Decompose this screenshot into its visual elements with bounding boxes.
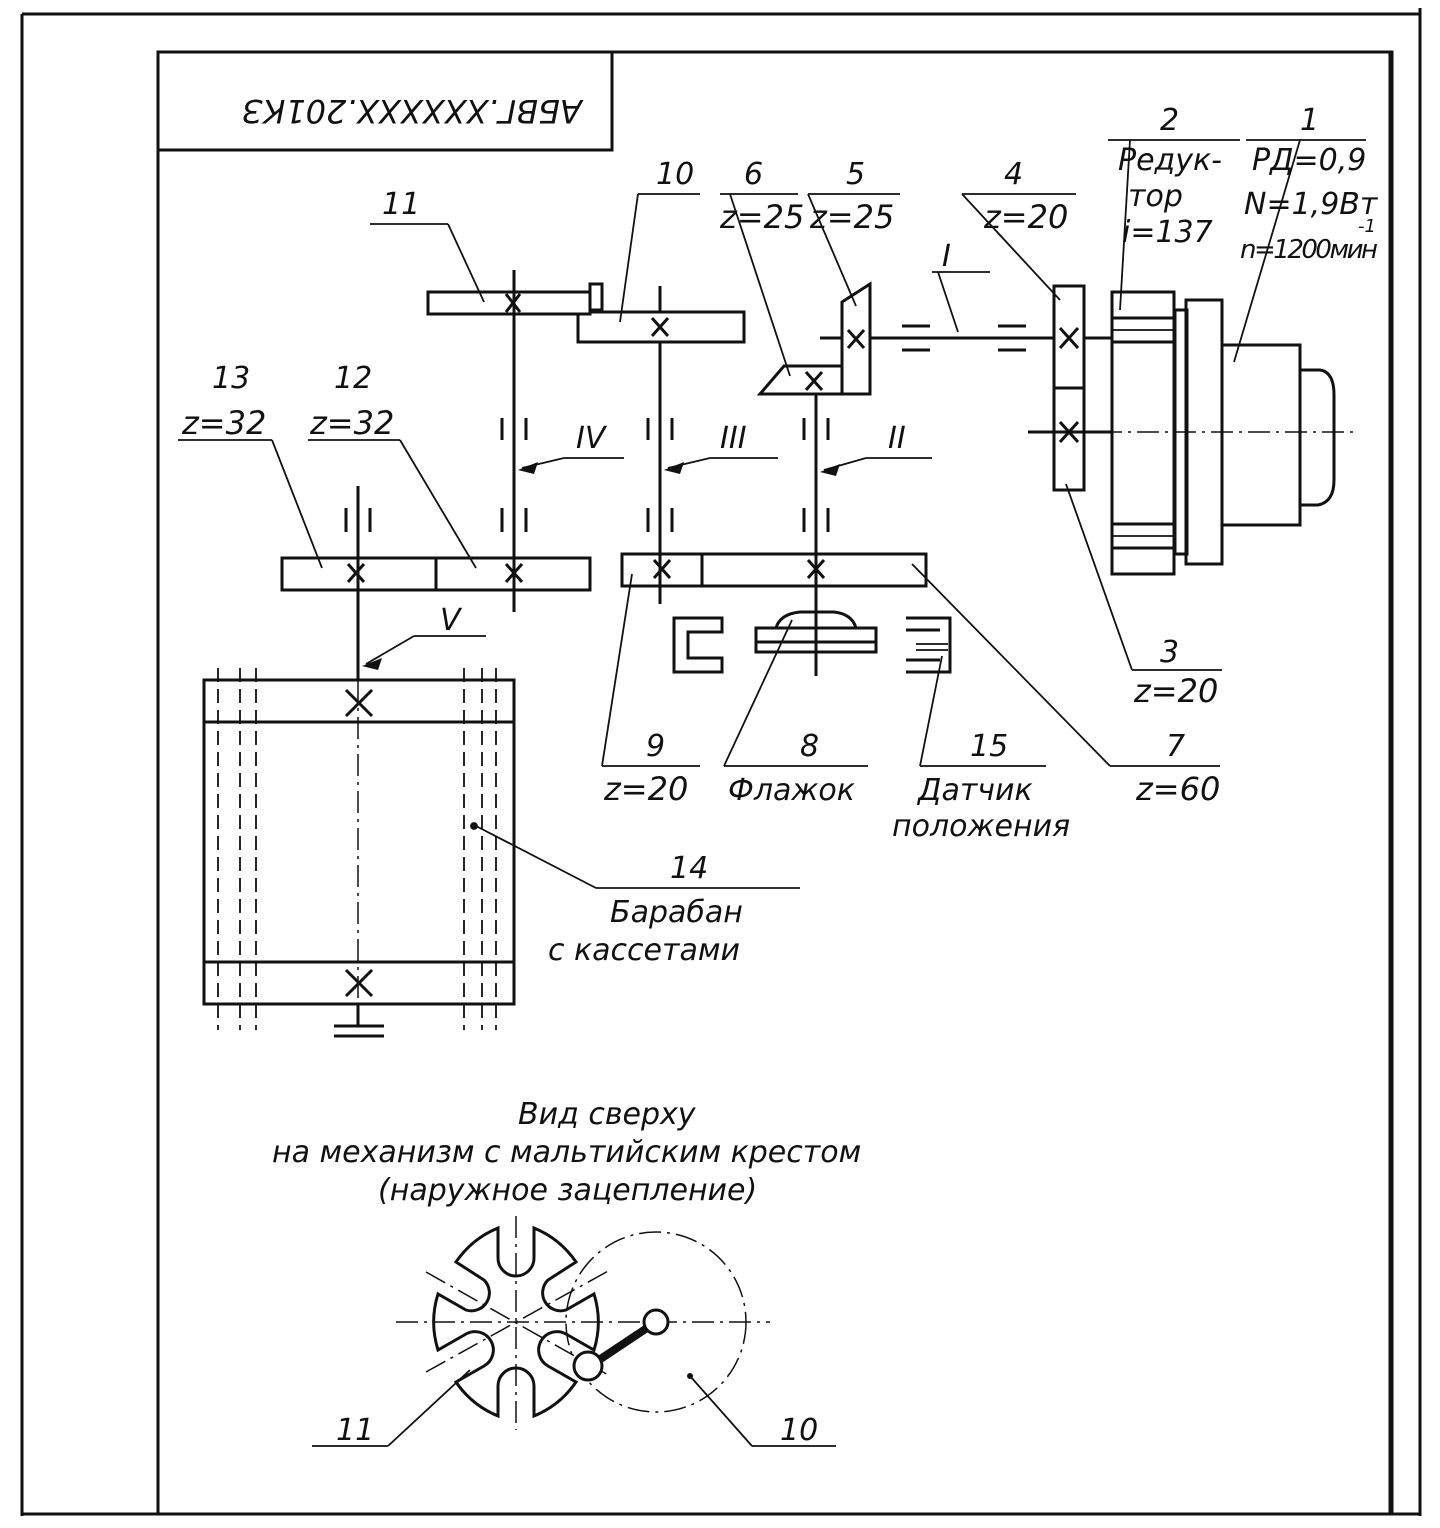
gear-4-teeth: z=20 — [983, 198, 1068, 236]
shaft-label-I: I — [942, 239, 951, 274]
gear-12-13 — [280, 556, 592, 592]
motor — [1100, 298, 1355, 566]
label-7-num: 7 — [1166, 729, 1185, 764]
shaft-label-IV: IV — [576, 421, 608, 456]
stamp-text: АБВГ.XXXXXX.201КЗ — [242, 92, 584, 130]
caption-line-3: (наружное зацепление) — [378, 1173, 757, 1208]
label-15-num: 15 — [970, 729, 1008, 764]
motor-param-sup: -1 — [1358, 216, 1376, 237]
label-2-num: 2 — [1160, 103, 1179, 138]
motor-param-3: n=1200мин — [1240, 235, 1378, 265]
bevel-gear-5 — [820, 281, 872, 396]
motor-param-1: РД=0,9 — [1252, 143, 1366, 178]
label-5-num: 5 — [846, 157, 865, 192]
drum-line-1: Барабан — [610, 895, 743, 930]
stamp-box: АБВГ.XXXXXX.201КЗ — [158, 52, 614, 152]
gear-12-teeth: z=32 — [309, 404, 394, 442]
label-13-num: 13 — [212, 361, 250, 396]
gear-7-9 — [620, 552, 928, 588]
sensor-15 — [672, 616, 952, 674]
shaft-label-V: V — [440, 603, 463, 638]
bevel-gear-6 — [756, 364, 844, 396]
reducer-line-2: тор — [1128, 179, 1183, 214]
shaft-label-II: II — [888, 421, 906, 456]
gear-13-teeth: z=32 — [181, 404, 266, 442]
part-labels: 1 2 3 4 5 6 7 8 9 10 11 12 13 14 15 — [212, 103, 1319, 886]
label-12-num: 12 — [334, 361, 372, 396]
gear-7-teeth: z=60 — [1135, 770, 1220, 808]
caption-line-2: на механизм с мальтийским крестом — [272, 1135, 861, 1170]
label-10-num: 10 — [656, 157, 694, 192]
leader-lines — [178, 139, 1366, 889]
drum-line-2: с кассетами — [548, 933, 740, 968]
gear-5-teeth: z=25 — [809, 198, 894, 236]
sensor-line-1: Датчик — [916, 773, 1033, 808]
flag-8 — [754, 610, 878, 654]
label-3-num: 3 — [1160, 635, 1179, 670]
drum-14 — [202, 668, 516, 1038]
label-14-num: 14 — [670, 851, 708, 886]
label-11-num: 11 — [382, 187, 420, 222]
shaft-I — [870, 271, 1054, 352]
shaft-label-III: III — [720, 421, 747, 456]
shaft-V — [344, 486, 486, 680]
cross-mark — [1058, 326, 1080, 444]
label-1-num: 1 — [1300, 103, 1319, 138]
top-view-label-10: 10 — [780, 1413, 818, 1448]
sensor-line-2: положения — [892, 809, 1070, 844]
maltese-cross-view: 11 10 — [312, 1216, 836, 1448]
shaft-II — [802, 394, 932, 676]
label-4-num: 4 — [1004, 157, 1023, 192]
gear-9-teeth: z=20 — [603, 770, 688, 808]
label-9-num: 9 — [646, 729, 665, 764]
gear-10 — [576, 310, 746, 344]
part-descriptions: РД=0,9 N=1,9Вт n=1200мин -1 Редук- тор i… — [181, 143, 1379, 968]
reducer-line-1: Редук- — [1118, 143, 1222, 178]
shaft-labels: I II III IV V — [440, 239, 951, 638]
reducer-line-3: i=137 — [1122, 215, 1213, 250]
gear-3-teeth: z=20 — [1133, 672, 1218, 710]
motor-param-2: N=1,9Вт — [1244, 187, 1379, 222]
shaft-IV — [500, 270, 624, 612]
flag-label: Флажок — [728, 773, 855, 808]
caption-line-1: Вид сверху — [518, 1097, 697, 1132]
reducer — [1110, 290, 1176, 576]
top-view-caption: Вид сверху на механизм с мальтийским кре… — [272, 1097, 861, 1208]
gear-pair-3-4 — [1028, 284, 1112, 492]
label-8-num: 8 — [800, 729, 819, 764]
top-view-label-11: 11 — [336, 1413, 374, 1448]
label-6-num: 6 — [744, 157, 763, 192]
gear-6-teeth: z=25 — [719, 198, 804, 236]
sheet-frame — [20, 8, 1422, 1516]
